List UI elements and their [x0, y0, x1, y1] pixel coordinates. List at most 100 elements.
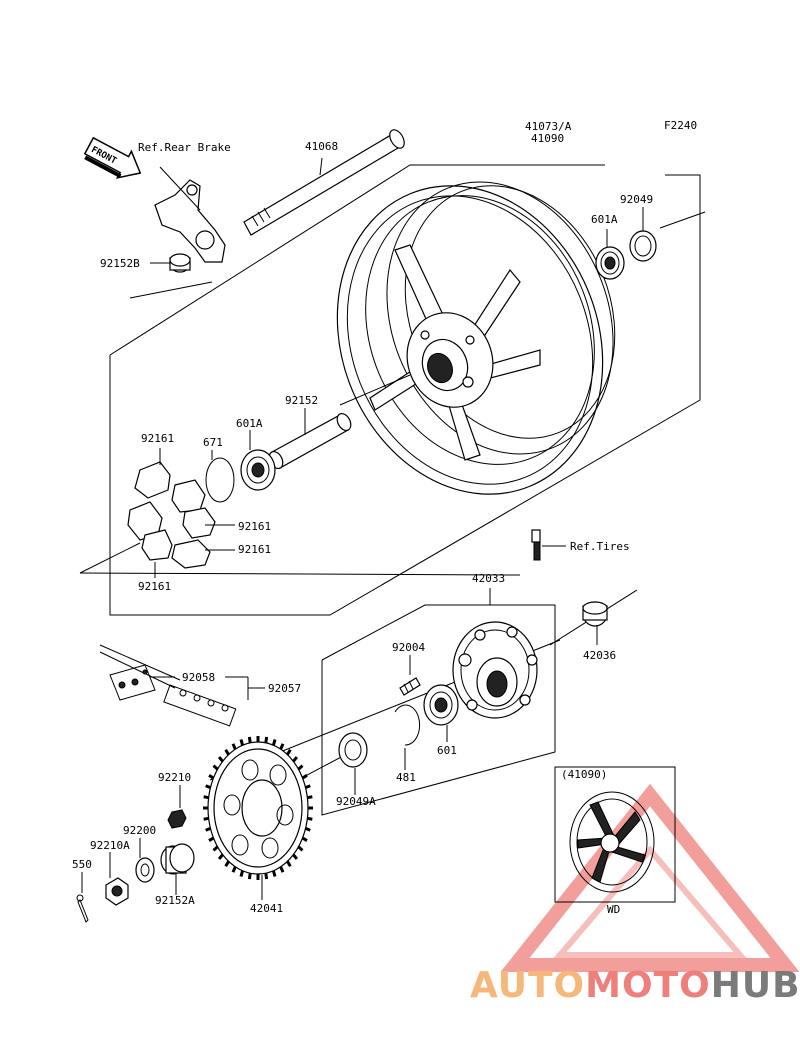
sprocket-tooth	[279, 743, 285, 750]
svg-text:AUTOMOTOHUB: AUTOMOTOHUB	[470, 965, 800, 1006]
sprocket-tooth	[301, 836, 308, 842]
label-41073: 41073/A	[525, 120, 572, 133]
drive-chain	[99, 644, 265, 727]
part-labels: Ref.Rear Brake 41068 41073/A 41090 92049…	[72, 120, 653, 915]
cotter-pin-550	[76, 872, 89, 923]
label-92004: 92004	[392, 641, 425, 654]
brake-bracket	[154, 166, 226, 263]
collar-42036	[582, 601, 608, 645]
label-92049: 92049	[620, 193, 653, 206]
label-92057: 92057	[268, 682, 301, 695]
label-671: 671	[203, 436, 223, 449]
sprocket	[203, 736, 313, 900]
sprocket-tooth	[264, 736, 269, 744]
label-42033: 42033	[472, 572, 505, 585]
label-92152b: 92152B	[100, 257, 140, 270]
label-92161-c: 92161	[238, 543, 271, 556]
label-92058: 92058	[182, 671, 215, 684]
sprocket-tooth	[292, 756, 299, 763]
nut-92210	[167, 785, 187, 829]
sprocket-tooth	[305, 784, 311, 790]
sprocket-tooth	[272, 870, 277, 877]
sprocket-tooth	[247, 872, 252, 880]
sprocket-tooth	[217, 756, 224, 763]
sprocket-tooth	[203, 816, 209, 821]
label-481: 481	[396, 771, 416, 784]
sprocket-tooth	[231, 743, 237, 750]
sprocket-tooth	[208, 836, 215, 842]
label-92161-d: 92161	[138, 580, 171, 593]
label-ref-rear-brake: Ref.Rear Brake	[138, 141, 231, 154]
sprocket-tooth	[224, 748, 230, 756]
sprocket-tooth	[205, 784, 211, 790]
rear-wheel	[336, 181, 616, 495]
tire-valve	[531, 529, 566, 561]
sprocket-tooth	[301, 774, 308, 780]
label-601a-mid: 601A	[236, 417, 263, 430]
seal-92049a	[338, 732, 368, 795]
sprocket-tooth	[239, 870, 244, 877]
sprocket-tooth	[239, 739, 244, 746]
label-601: 601	[437, 744, 457, 757]
damper-rubbers	[127, 448, 235, 578]
sprocket-tooth	[264, 872, 269, 880]
collar-92152	[268, 408, 352, 470]
o-ring-671	[205, 450, 235, 503]
inset-header: (41090)	[561, 768, 607, 781]
stud-92004	[399, 655, 421, 696]
collar-92152a	[160, 843, 195, 895]
label-92161-a: 92161	[141, 432, 174, 445]
sprocket-tooth	[297, 845, 304, 852]
bearing-601	[423, 684, 459, 742]
figure-code: F2240	[664, 119, 697, 132]
watermark-text: AUTOMOTOHUB	[470, 965, 800, 1006]
watermark-moto: MOTO	[585, 965, 711, 1006]
circlip-481	[394, 704, 421, 770]
watermark-hub: HUB	[711, 965, 800, 1006]
label-92210: 92210	[158, 771, 191, 784]
nut-92210a	[105, 852, 129, 906]
seal-92049	[629, 207, 657, 262]
sprocket-tooth	[286, 748, 292, 756]
sprocket-tooth	[286, 860, 292, 868]
sprocket-tooth	[297, 764, 304, 771]
label-92161-b: 92161	[238, 520, 271, 533]
label-92152: 92152	[285, 394, 318, 407]
sprocket-tooth	[272, 739, 277, 746]
label-41090: 41090	[531, 132, 564, 145]
label-550: 550	[72, 858, 92, 871]
sprocket-tooth	[212, 764, 219, 771]
assembly-outline	[79, 164, 706, 616]
bearing-601a-mid	[240, 430, 276, 491]
collar-92152b	[150, 253, 191, 273]
sprocket-tooth	[247, 736, 252, 744]
bearing-601a-top	[595, 246, 625, 280]
sprocket-tooth	[231, 866, 237, 873]
sprocket-tooth	[217, 853, 224, 860]
sprocket-tooth	[212, 845, 219, 852]
label-42036: 42036	[583, 649, 616, 662]
sprocket-tooth	[205, 826, 211, 832]
label-92200: 92200	[123, 824, 156, 837]
watermark-auto: AUTO	[470, 965, 585, 1006]
label-42041: 42041	[250, 902, 283, 915]
sprocket-tooth	[224, 860, 230, 868]
label-92152a: 92152A	[155, 894, 195, 907]
sprocket-tooth	[292, 853, 299, 860]
sprocket-tooth	[307, 816, 313, 821]
washer-92200	[135, 838, 155, 883]
sprocket-tooth	[279, 866, 285, 873]
inset-footer: WD	[607, 903, 620, 916]
label-41068: 41068	[305, 140, 338, 153]
sprocket-tooth	[208, 774, 215, 780]
label-601a-top: 601A	[591, 213, 618, 226]
axle	[243, 129, 405, 236]
watermark-triangle	[500, 783, 800, 972]
front-arrow-icon: FRONT	[83, 136, 142, 179]
label-92210a: 92210A	[90, 839, 130, 852]
label-92049a: 92049A	[336, 795, 376, 808]
sprocket-tooth	[307, 795, 313, 800]
inset-wheel-box: (41090) WD	[554, 766, 676, 916]
sprocket-tooth	[305, 826, 311, 832]
